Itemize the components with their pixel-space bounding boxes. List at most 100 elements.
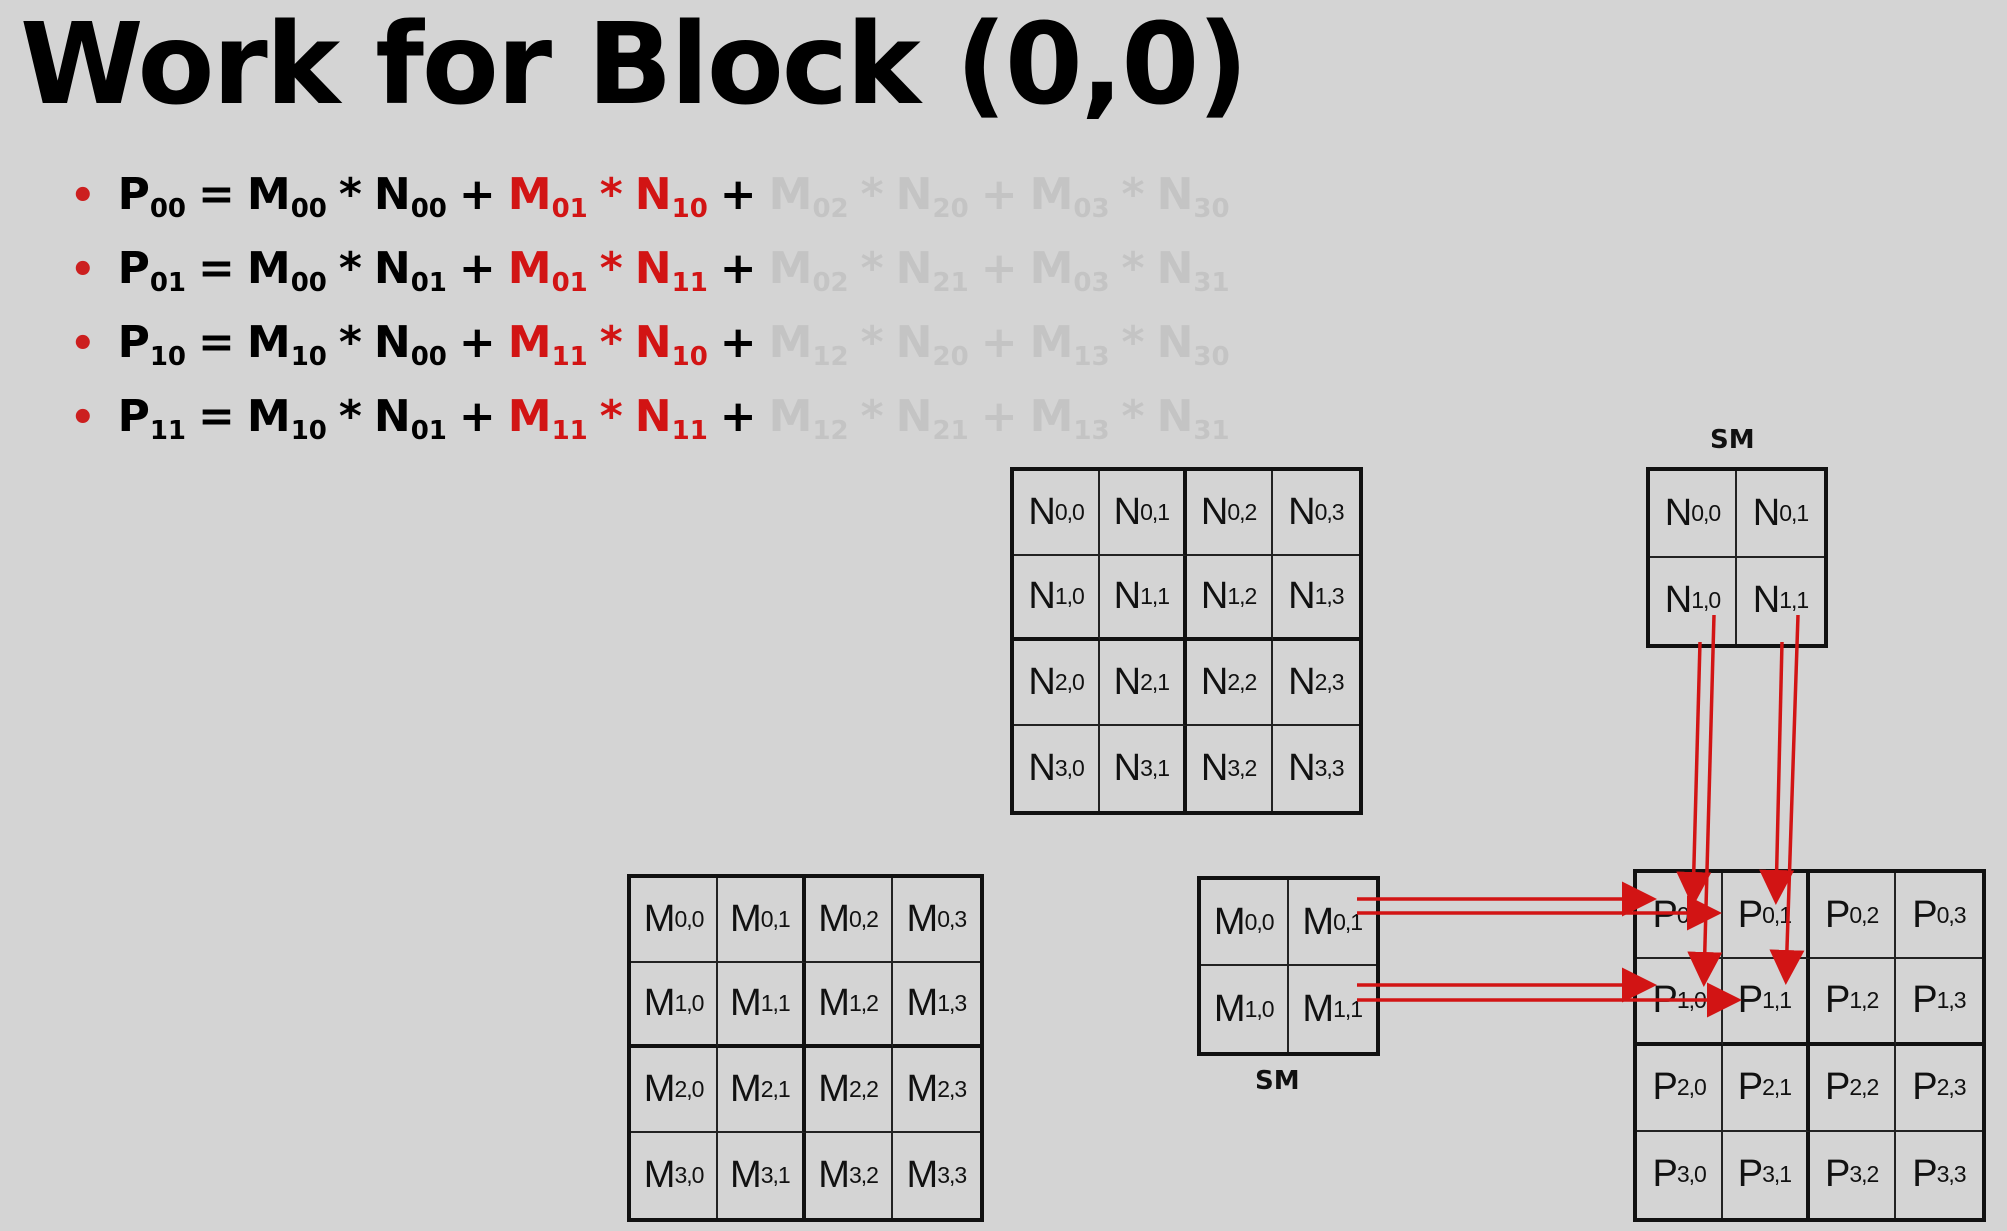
term-n20: N20 bbox=[895, 169, 969, 224]
term-n30: N30 bbox=[1156, 169, 1230, 224]
equation-list: •P00=M00*N00+M01*N10+M02*N20+M03*N30•P01… bbox=[70, 158, 1230, 454]
term-n11: N11 bbox=[634, 243, 708, 298]
operator: + bbox=[719, 391, 757, 442]
operator: + bbox=[458, 243, 496, 294]
term-m02: M02 bbox=[768, 169, 849, 224]
equation-line: •P10=M10*N00+M11*N10+M12*N20+M13*N30 bbox=[70, 306, 1230, 380]
term-p01: P01 bbox=[117, 243, 187, 298]
operator: + bbox=[719, 243, 757, 294]
term-n01: N01 bbox=[373, 243, 447, 298]
arrow-n01-to-p01 bbox=[1759, 641, 1795, 905]
bullet-icon: • bbox=[70, 321, 96, 367]
term-n11: N11 bbox=[634, 391, 708, 446]
term-n10: N10 bbox=[634, 317, 708, 372]
term-m11: M11 bbox=[507, 317, 588, 372]
operator: * bbox=[860, 391, 884, 442]
term-m13: M13 bbox=[1029, 391, 1110, 446]
operator: * bbox=[1121, 391, 1145, 442]
bullet-icon: • bbox=[70, 247, 96, 293]
operator: * bbox=[860, 243, 884, 294]
operator: * bbox=[599, 317, 623, 368]
term-n30: N30 bbox=[1156, 317, 1230, 372]
sm-label-bottom: SM bbox=[1255, 1066, 1300, 1096]
operator: + bbox=[458, 317, 496, 368]
term-m12: M12 bbox=[768, 317, 849, 372]
term-n01: N01 bbox=[373, 391, 447, 446]
operator: * bbox=[860, 317, 884, 368]
page-title: Work for Block (0,0) bbox=[20, 0, 1248, 130]
term-m10: M10 bbox=[246, 391, 327, 446]
operator: * bbox=[338, 391, 362, 442]
operator: + bbox=[980, 391, 1018, 442]
equation-line: •P00=M00*N00+M01*N10+M02*N20+M03*N30 bbox=[70, 158, 1230, 232]
term-m12: M12 bbox=[768, 391, 849, 446]
term-p10: P10 bbox=[117, 317, 187, 372]
operator: * bbox=[599, 169, 623, 220]
operator: * bbox=[1121, 169, 1145, 220]
operator: + bbox=[719, 169, 757, 220]
operator: * bbox=[338, 243, 362, 294]
operator: + bbox=[980, 169, 1018, 220]
operator: = bbox=[198, 317, 235, 368]
bullet-icon: • bbox=[70, 395, 96, 441]
operator: * bbox=[860, 169, 884, 220]
operator: = bbox=[198, 391, 235, 442]
term-n00: N00 bbox=[373, 169, 447, 224]
arrow-n00-to-p00 bbox=[1676, 641, 1712, 907]
term-m01: M01 bbox=[507, 169, 588, 224]
operator: + bbox=[458, 391, 496, 442]
term-n00: N00 bbox=[373, 317, 447, 372]
operator: + bbox=[458, 169, 496, 220]
term-m00: M00 bbox=[246, 169, 327, 224]
